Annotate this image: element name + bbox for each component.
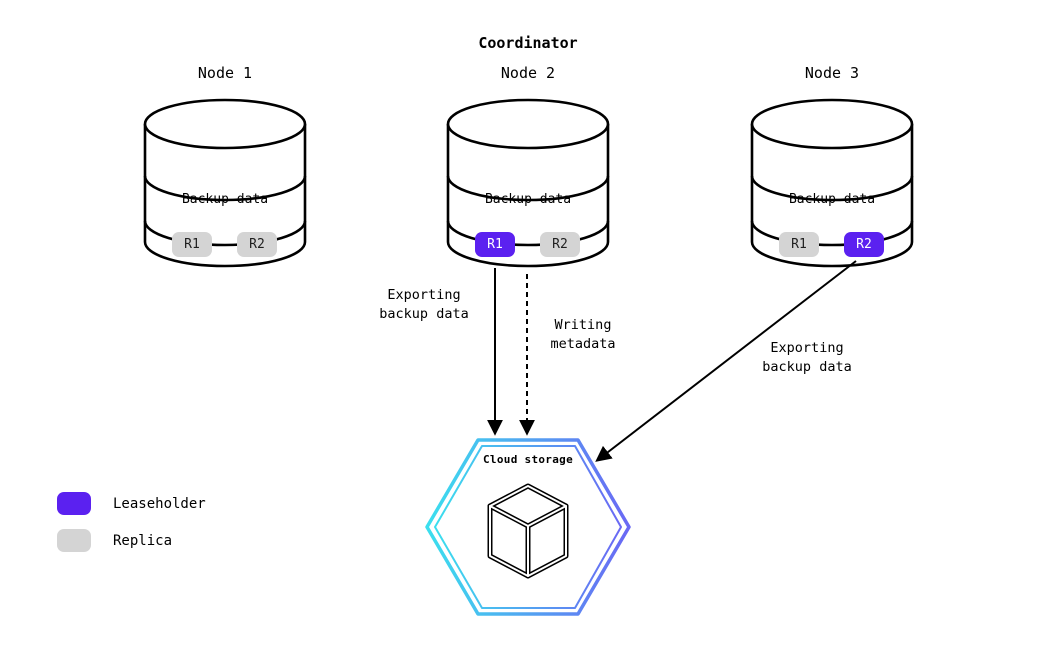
node-3-leaseholder-r2-badge: R2 (844, 232, 884, 257)
arrow-label-line: Exporting (770, 340, 844, 356)
node-2-replica-r2-badge: R2 (540, 232, 580, 257)
arrow-label-writing-metadata: Writing metadata (498, 316, 668, 354)
node-2-backup-data-label: Backup data (484, 192, 572, 207)
node-1-label: Node 1 (197, 64, 253, 82)
node-3-replica-r1-badge: R1 (779, 232, 819, 257)
legend-label-replica: Replica (113, 532, 173, 549)
node-1-backup-data-label: Backup data (181, 192, 269, 207)
arrow-label-export-node3: Exporting backup data (722, 339, 892, 377)
arrow-label-line: backup data (762, 359, 852, 375)
legend-label-leaseholder: Leaseholder (113, 495, 206, 512)
arrow-label-line: backup data (379, 306, 469, 322)
node-3-backup-data-label: Backup data (788, 192, 876, 207)
node-3-cylinder (750, 98, 914, 268)
arrow-export-node3 (595, 260, 857, 462)
coordinator-label: Coordinator (478, 34, 578, 52)
arrow-label-line: Exporting (387, 287, 461, 303)
arrow-label-line: metadata (550, 336, 616, 352)
node-1-replica-r2-badge: R2 (237, 232, 277, 257)
node-1-cylinder (143, 98, 307, 268)
node-2-cylinder (446, 98, 610, 268)
legend-swatch-leaseholder (57, 492, 91, 515)
legend-swatch-replica (57, 529, 91, 552)
cube-icon (487, 483, 569, 579)
arrow-label-line: Writing (554, 317, 612, 333)
node-2-leaseholder-r1-badge: R1 (475, 232, 515, 257)
cloud-storage-label: Cloud storage (483, 453, 573, 466)
node-1-replica-r1-badge: R1 (172, 232, 212, 257)
node-2-label: Node 2 (500, 64, 556, 82)
node-3-label: Node 3 (804, 64, 860, 82)
arrow-label-export-node2: Exporting backup data (339, 286, 509, 324)
